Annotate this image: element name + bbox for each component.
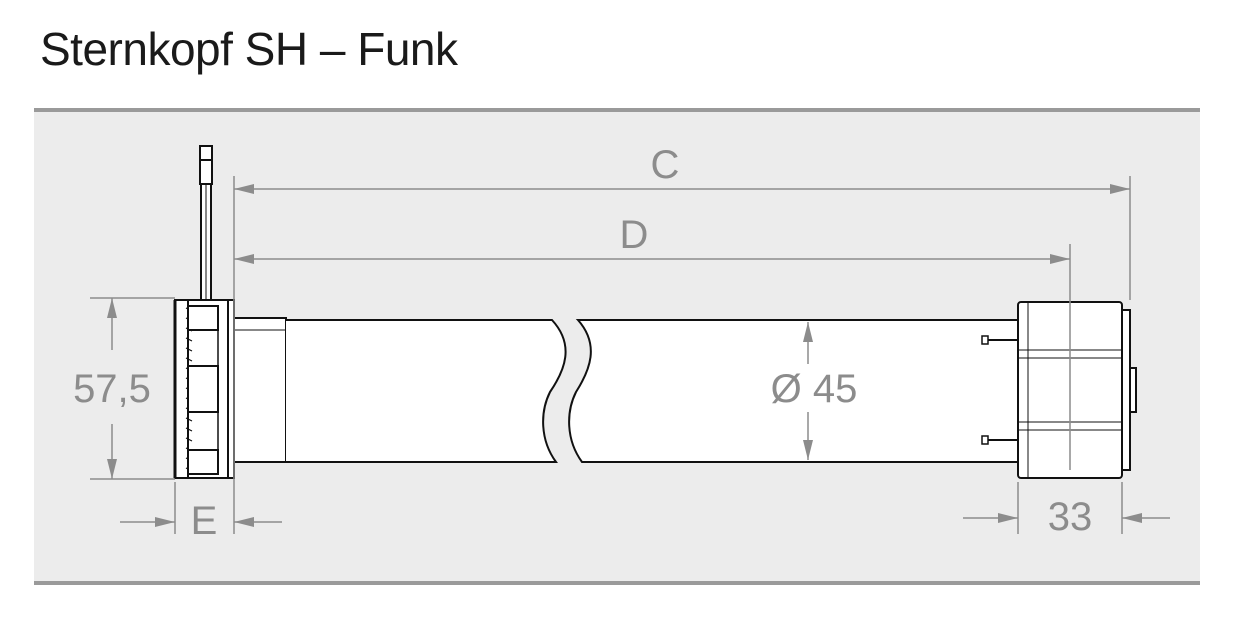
end-cap [1017, 301, 1137, 479]
motor-outline [173, 145, 1137, 479]
cable [199, 145, 213, 302]
tube-left [286, 319, 567, 463]
dim-33-label: 33 [1048, 495, 1093, 539]
star-head [173, 299, 235, 479]
dimension-lines [90, 176, 1170, 534]
drive-pins [981, 335, 1018, 445]
dim-e-label: E [191, 499, 218, 543]
tube-right [568, 319, 1018, 463]
dim-height-label: 57,5 [73, 367, 151, 411]
dim-c-label: C [651, 143, 680, 187]
page-title: Sternkopf SH – Funk [40, 23, 458, 75]
dim-diameter-label: Ø 45 [771, 367, 858, 411]
dim-d-label: D [620, 213, 649, 257]
motor-collar [233, 317, 287, 463]
